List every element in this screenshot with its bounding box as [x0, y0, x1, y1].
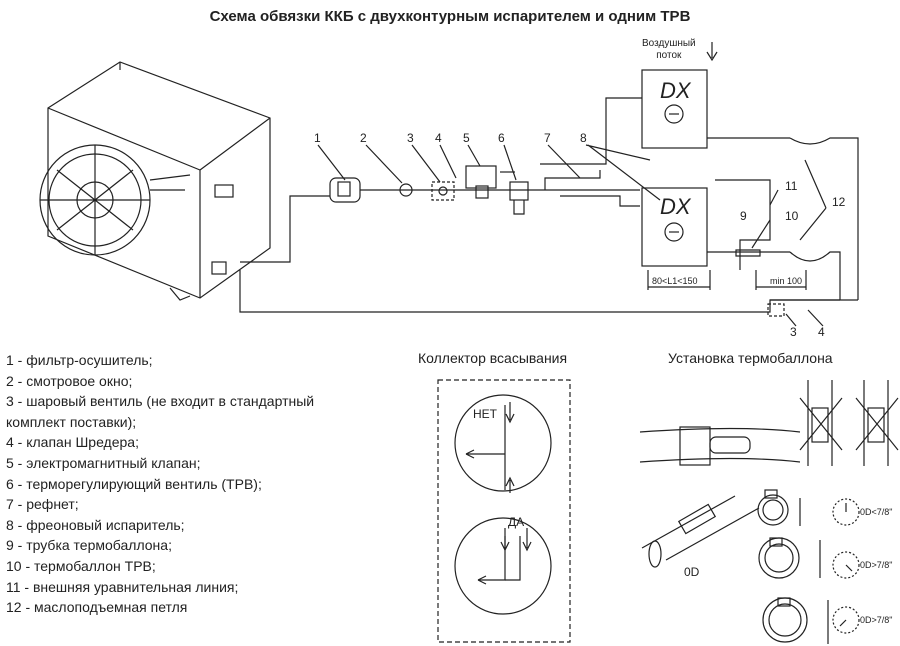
legend-item: 12 - маслоподъемная петля [6, 599, 188, 616]
sight-glass-icon [399, 183, 413, 197]
ball-valve-icon [431, 181, 455, 201]
legend-item: 11 - внешняя уравнительная линия; [6, 578, 239, 595]
clock-icon-2 [832, 551, 860, 579]
callout-1: 1 [314, 131, 321, 145]
callout-2: 2 [360, 131, 367, 145]
legend: 1 - фильтр-осушитель; 2 - смотровое окно… [6, 350, 314, 618]
clock-1-label: 0D<7/8" [860, 507, 892, 517]
dimension-l1: 80<L1<150 [652, 276, 698, 286]
condensing-unit-icon [39, 61, 271, 301]
prohibited-vertical-icon [799, 380, 843, 466]
sensing-bulb-icon [735, 249, 761, 257]
callout-12: 12 [832, 195, 846, 209]
collector-box [437, 379, 571, 643]
callout-7: 7 [544, 131, 551, 145]
airflow-label: Воздушный поток [642, 38, 696, 61]
collector-title: Коллектор всасывания [418, 350, 568, 366]
evaporator-upper-label: DX [660, 78, 692, 103]
callout-9: 9 [740, 209, 747, 223]
callout-3b: 3 [790, 325, 797, 339]
evaporator-lower-icon [641, 187, 790, 267]
filter-drier-icon [329, 177, 361, 203]
callout-6: 6 [498, 131, 505, 145]
diagram-title: Схема обвязки ККБ с двухконтурным испари… [209, 8, 691, 25]
callout-8: 8 [580, 131, 587, 145]
bulb-od: 0D [684, 565, 700, 579]
legend-item: 2 - смотровое окно; [6, 372, 133, 389]
airflow-arrow-icon [706, 42, 718, 62]
legend-item: 3 - шаровый вентиль (не входит в стандар… [6, 393, 315, 410]
legend-item: 10 - термобаллон ТРВ; [6, 557, 156, 574]
clock-icon-1 [832, 498, 860, 526]
callout-10: 10 [785, 209, 799, 223]
legend-item: комплект поставки); [6, 413, 137, 430]
legend-item: 4 - клапан Шредера; [6, 434, 139, 451]
callout-3: 3 [407, 131, 414, 145]
dimension-min: min 100 [770, 276, 802, 286]
legend-item: 9 - трубка термобаллона; [6, 537, 172, 554]
callout-5: 5 [463, 131, 470, 145]
legend-item: 1 - фильтр-осушитель; [6, 352, 153, 368]
callout-4: 4 [435, 131, 442, 145]
solenoid-valve-icon [465, 165, 515, 199]
evaporator-upper-icon [540, 69, 790, 165]
clock-2-label: 0D>7/8" [860, 560, 892, 570]
txv-icon [509, 181, 529, 215]
evaporator-lower-label: DX [660, 194, 692, 219]
clock-3-label: 0D>7/8" [860, 615, 892, 625]
collector-no: НЕТ [473, 407, 498, 421]
legend-item: 5 - электромагнитный клапан; [6, 454, 201, 471]
legend-item: 6 - терморегулирующий вентиль (ТРВ); [6, 475, 262, 492]
clock-icon-3 [832, 606, 860, 634]
callout-11: 11 [785, 179, 798, 193]
legend-item: 7 - рефнет; [6, 496, 79, 513]
prohibited-vertical-icon-2 [855, 380, 899, 466]
legend-item: 8 - фреоновый испаритель; [6, 516, 185, 533]
collector-yes: ДА [508, 515, 524, 529]
callout-4b: 4 [818, 325, 825, 339]
bulb-title: Установка термобаллона [668, 350, 833, 366]
